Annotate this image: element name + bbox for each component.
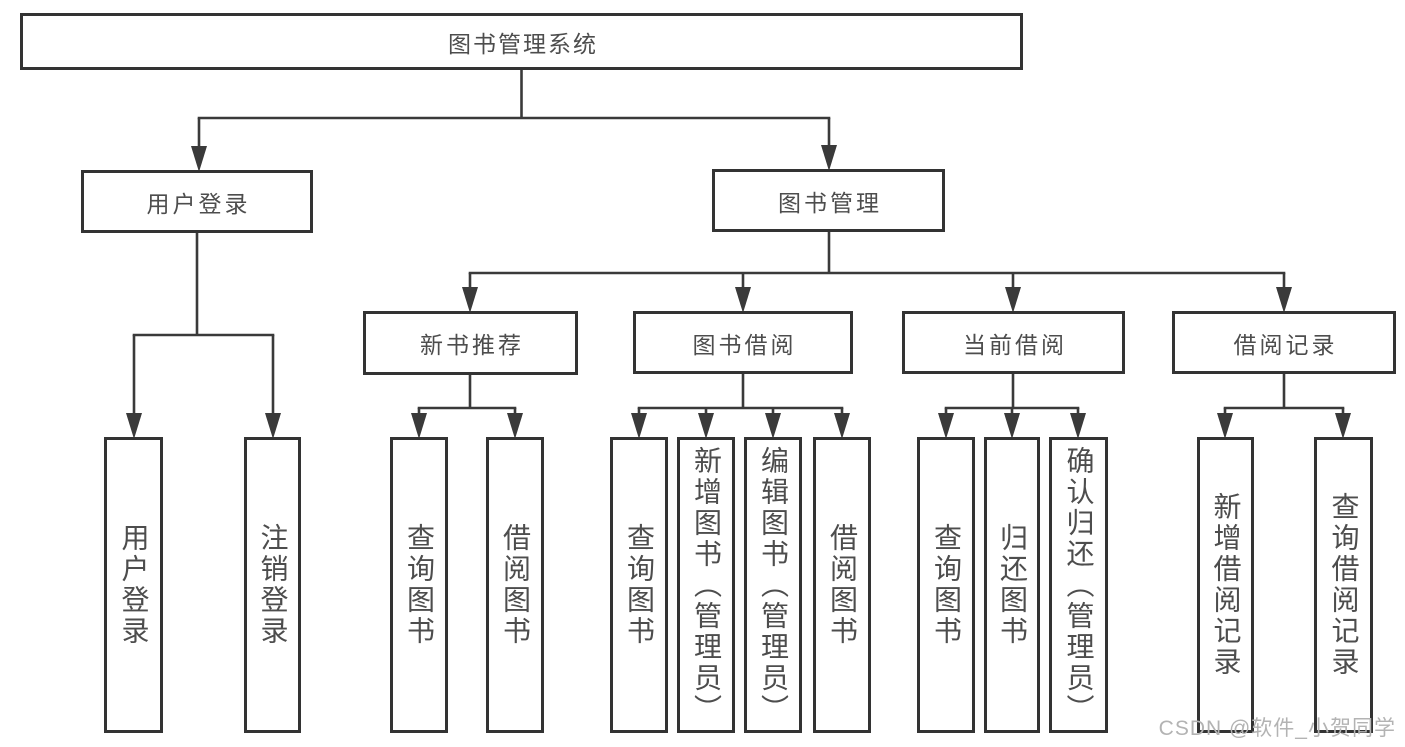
leaf-label: 新增图书（管理员） (691, 445, 722, 725)
leaf-borrow-books-recommend: 借阅图书 (486, 437, 544, 733)
leaf-borrow-books: 借阅图书 (813, 437, 871, 733)
leaf-label: 确认归还（管理员） (1063, 445, 1095, 725)
node-user-login: 用户登录 (81, 170, 313, 233)
leaf-query-books-borrowing: 查询图书 (610, 437, 668, 733)
leaf-query-books-recommend: 查询图书 (390, 437, 448, 733)
node-current-borrowing: 当前借阅 (902, 311, 1125, 374)
leaf-query-books-current: 查询图书 (917, 437, 975, 733)
node-label: 借阅记录 (1233, 331, 1338, 358)
leaf-query-borrow-record: 查询借阅记录 (1314, 437, 1373, 733)
leaf-label: 查询图书 (624, 523, 655, 647)
leaf-label: 查询图书 (931, 523, 962, 647)
leaf-label: 编辑图书（管理员） (758, 445, 789, 725)
node-label: 当前借阅 (963, 331, 1067, 358)
leaf-add-borrow-record: 新增借阅记录 (1197, 437, 1254, 733)
node-label: 图书管理系统 (448, 30, 598, 57)
node-label: 图书借阅 (692, 331, 797, 358)
node-borrowing-records: 借阅记录 (1172, 311, 1396, 374)
node-new-book-recommendation: 新书推荐 (363, 311, 578, 375)
leaf-label: 归还图书 (997, 523, 1028, 647)
watermark: CSDN @软件_小贺同学 (1158, 717, 1396, 740)
leaf-return-books: 归还图书 (984, 437, 1040, 733)
leaf-user-login: 用户登录 (104, 437, 163, 733)
node-label: 新书推荐 (420, 332, 524, 358)
leaf-label: 借阅图书 (827, 523, 858, 647)
leaf-add-book-admin: 新增图书（管理员） (677, 437, 735, 733)
leaf-label: 查询图书 (404, 523, 435, 647)
node-book-management: 图书管理 (712, 169, 945, 232)
leaf-label: 注销登录 (257, 523, 289, 647)
leaf-label: 查询借阅记录 (1328, 492, 1360, 678)
node-label: 图书管理 (778, 189, 882, 216)
leaf-label: 新增借阅记录 (1210, 492, 1242, 678)
node-library-management-system: 图书管理系统 (20, 13, 1023, 70)
leaf-label: 借阅图书 (500, 523, 531, 647)
leaf-confirm-return-admin: 确认归还（管理员） (1049, 437, 1108, 733)
leaf-edit-book-admin: 编辑图书（管理员） (744, 437, 802, 733)
leaf-label: 用户登录 (118, 523, 150, 647)
node-book-borrowing: 图书借阅 (633, 311, 853, 374)
leaf-logout: 注销登录 (244, 437, 301, 733)
node-label: 用户登录 (146, 190, 251, 217)
